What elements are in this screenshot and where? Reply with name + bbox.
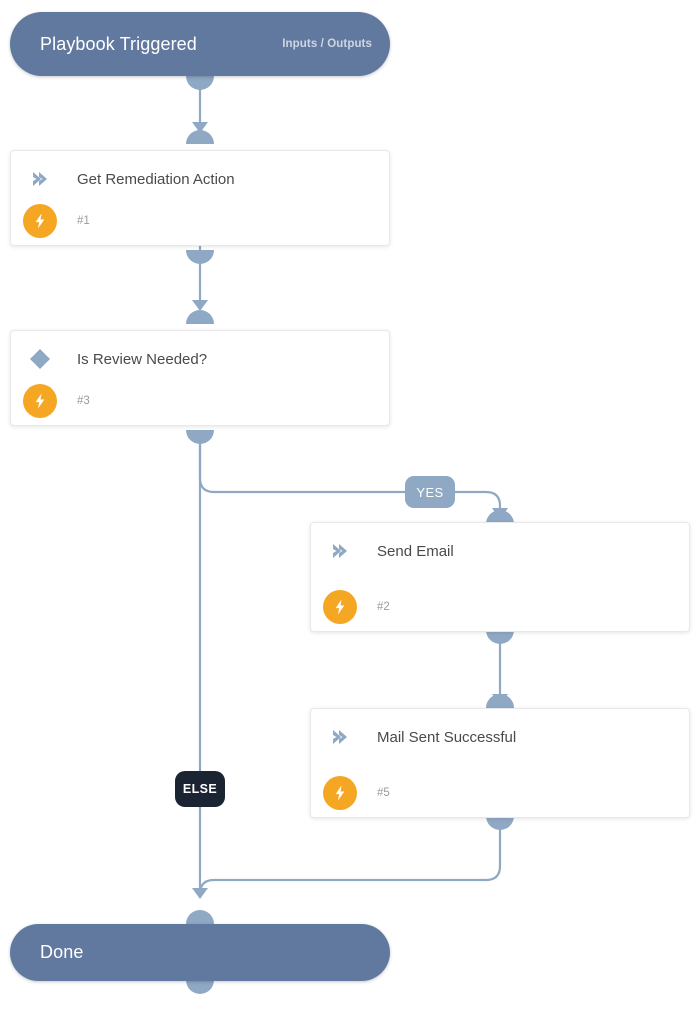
port-step2-in[interactable]	[186, 310, 214, 324]
chevron-right-icon	[17, 169, 63, 189]
step-2-id: #3	[77, 395, 90, 407]
step-4-title: Mail Sent Successful	[377, 728, 517, 746]
step-3-header: Send Email	[311, 523, 689, 579]
step-2-title: Is Review Needed?	[77, 350, 208, 368]
branch-label-yes-text: YES	[416, 484, 444, 500]
edge-start-to-step1	[192, 76, 208, 133]
port-step1-out[interactable]	[186, 250, 214, 264]
port-step4-out[interactable]	[486, 816, 514, 830]
lightning-bolt-icon	[23, 204, 57, 238]
port-step2-out[interactable]	[186, 430, 214, 444]
port-end-in[interactable]	[186, 910, 214, 924]
port-end-out[interactable]	[186, 980, 214, 994]
step-node-2[interactable]: Is Review Needed? #3	[10, 330, 390, 426]
step-node-3[interactable]: Send Email #2	[310, 522, 690, 632]
step-1-header: Get Remediation Action	[11, 151, 389, 207]
start-node-io-label: Inputs / Outputs	[282, 38, 372, 50]
end-node[interactable]: Done	[10, 924, 390, 981]
diamond-icon	[17, 347, 63, 371]
branch-label-yes[interactable]: YES	[405, 476, 455, 508]
step-3-id: #2	[377, 601, 390, 613]
edge-mail-sent-to-done	[198, 818, 502, 895]
step-node-4[interactable]: Mail Sent Successful #5	[310, 708, 690, 818]
branch-label-else[interactable]: ELSE	[175, 771, 225, 807]
edge-else-to-done	[192, 432, 208, 899]
step-4-id: #5	[377, 787, 390, 799]
port-step3-out[interactable]	[486, 630, 514, 644]
start-node[interactable]: Playbook Triggered Inputs / Outputs	[10, 12, 390, 76]
step-1-title: Get Remediation Action	[77, 170, 235, 188]
edge-send-email-to-mail-sent	[492, 632, 508, 705]
step-3-title: Send Email	[377, 542, 454, 560]
chevron-right-icon	[317, 541, 363, 561]
chevron-right-icon	[317, 727, 363, 747]
step-1-id: #1	[77, 215, 90, 227]
step-node-1[interactable]: Get Remediation Action #1	[10, 150, 390, 246]
branch-label-else-text: ELSE	[182, 782, 218, 796]
step-2-header: Is Review Needed?	[11, 331, 389, 387]
edge-step1-to-step2	[192, 244, 208, 311]
step-2-meta: #3	[11, 377, 389, 425]
step-3-meta: #2	[311, 583, 689, 631]
port-start-out[interactable]	[186, 76, 214, 90]
lightning-bolt-icon	[323, 776, 357, 810]
step-4-header: Mail Sent Successful	[311, 709, 689, 765]
edge-yes-to-send-email	[198, 434, 508, 519]
step-1-meta: #1	[11, 197, 389, 245]
port-step4-in[interactable]	[486, 694, 514, 708]
step-4-meta: #5	[311, 769, 689, 817]
lightning-bolt-icon	[323, 590, 357, 624]
lightning-bolt-icon	[23, 384, 57, 418]
start-node-title: Playbook Triggered	[40, 33, 197, 54]
port-step1-in[interactable]	[186, 130, 214, 144]
end-node-title: Done	[40, 942, 84, 962]
